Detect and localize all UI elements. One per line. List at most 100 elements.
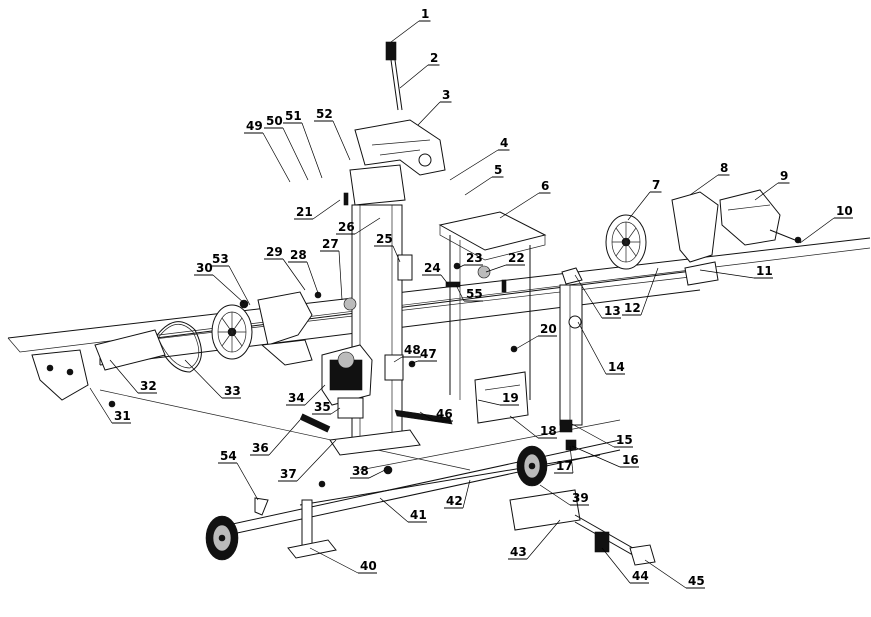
part-callout: 41 bbox=[379, 497, 427, 523]
part-callout: 27 bbox=[320, 237, 343, 301]
top-cover bbox=[354, 119, 446, 176]
table-top bbox=[438, 211, 547, 400]
part-number-label: 3 bbox=[442, 88, 450, 102]
part-number-label: 47 bbox=[420, 347, 437, 361]
right-upright bbox=[559, 267, 583, 426]
leader-line bbox=[306, 261, 319, 294]
wheel-right bbox=[605, 214, 647, 270]
part-callout: 10 bbox=[799, 204, 853, 244]
leader-line bbox=[449, 149, 499, 181]
part-callout: 17 bbox=[554, 445, 574, 474]
part-callout: 40 bbox=[309, 547, 377, 574]
leader-line bbox=[477, 399, 501, 406]
part-callout: 34 bbox=[286, 384, 326, 406]
part-callout: 32 bbox=[109, 359, 157, 394]
leader-line bbox=[539, 484, 571, 506]
part-number-label: 26 bbox=[338, 220, 355, 234]
part-number-label: 50 bbox=[266, 114, 283, 128]
leader-line bbox=[309, 547, 359, 574]
leader-line bbox=[457, 264, 465, 269]
part-callout: 3 bbox=[417, 88, 452, 126]
part-callout: 12 bbox=[622, 267, 659, 316]
part-callout: 22 bbox=[485, 251, 525, 273]
rear-guard bbox=[719, 189, 781, 246]
part-number-label: 44 bbox=[632, 569, 649, 583]
leader-line bbox=[390, 20, 420, 43]
leader-line bbox=[399, 64, 429, 89]
part-callout: 21 bbox=[294, 199, 341, 220]
part-number-label: 18 bbox=[540, 424, 557, 438]
leader-line bbox=[419, 411, 435, 422]
part-number-label: 9 bbox=[780, 169, 788, 183]
part-callout: 37 bbox=[278, 439, 337, 482]
leader-line bbox=[89, 387, 113, 424]
leader-line bbox=[262, 132, 291, 183]
leader-line bbox=[577, 321, 607, 375]
leader-line bbox=[799, 217, 835, 244]
leader-line bbox=[509, 415, 539, 439]
part-number-label: 40 bbox=[360, 559, 377, 573]
part-callout: 2 bbox=[399, 51, 440, 89]
part-number-label: 49 bbox=[246, 119, 263, 133]
leader-line bbox=[282, 127, 309, 181]
part-number-label: 51 bbox=[285, 109, 302, 123]
end-plate-left bbox=[31, 349, 89, 401]
part-number-label: 27 bbox=[322, 237, 339, 251]
part-callout: 55 bbox=[455, 284, 483, 302]
part-callout: 25 bbox=[374, 232, 401, 263]
part-callout: 35 bbox=[312, 400, 341, 415]
leader-line bbox=[354, 217, 381, 235]
part-callout: 1 bbox=[390, 7, 431, 43]
part-number-label: 6 bbox=[541, 179, 549, 193]
wheel-left bbox=[211, 304, 253, 360]
lower-frame bbox=[99, 389, 621, 536]
part-callout: 49 bbox=[244, 119, 291, 183]
guide-bracket bbox=[474, 371, 529, 424]
leader-line bbox=[393, 356, 403, 363]
part-number-label: 30 bbox=[196, 261, 213, 275]
part-callout: 53 bbox=[210, 252, 251, 306]
leader-line bbox=[282, 258, 306, 291]
leader-line bbox=[330, 407, 341, 415]
part-number-label: 53 bbox=[212, 252, 229, 266]
part-number-label: 8 bbox=[720, 161, 728, 175]
part-number-label: 1 bbox=[421, 7, 429, 21]
part-number-label: 41 bbox=[410, 508, 427, 522]
part-number-label: 45 bbox=[688, 574, 705, 588]
part-callout: 6 bbox=[499, 179, 551, 219]
bracket-left bbox=[257, 291, 313, 366]
part-callout: 15 bbox=[571, 423, 633, 448]
part-callout: 44 bbox=[601, 547, 649, 584]
part-callout: 42 bbox=[444, 479, 471, 509]
part-callout: 23 bbox=[457, 251, 483, 269]
part-number-label: 4 bbox=[500, 136, 508, 150]
part-number-label: 23 bbox=[466, 251, 483, 265]
leader-line bbox=[338, 250, 343, 301]
engine bbox=[321, 344, 373, 419]
leader-line bbox=[332, 120, 351, 161]
part-callout: 9 bbox=[754, 169, 790, 201]
part-number-label: 36 bbox=[252, 441, 269, 455]
leader-line bbox=[574, 274, 603, 319]
leader-line bbox=[499, 192, 540, 219]
leader-line bbox=[601, 547, 631, 584]
leader-line bbox=[312, 199, 341, 220]
part-callout: 50 bbox=[264, 114, 309, 181]
leader-line bbox=[109, 359, 139, 394]
part-callout: 8 bbox=[689, 161, 730, 196]
leader-line bbox=[379, 497, 409, 523]
leader-line bbox=[440, 274, 449, 285]
part-callout: 43 bbox=[508, 519, 561, 560]
leader-line bbox=[689, 174, 719, 196]
leader-line bbox=[301, 122, 323, 179]
part-callout: 39 bbox=[539, 484, 589, 506]
leader-line bbox=[417, 101, 441, 126]
part-number-label: 55 bbox=[466, 287, 483, 301]
part-number-label: 42 bbox=[446, 494, 463, 508]
part-callout: 36 bbox=[250, 419, 301, 456]
leader-line bbox=[640, 267, 659, 316]
leader-line bbox=[236, 462, 259, 501]
part-callout: 54 bbox=[218, 449, 259, 501]
leader-line bbox=[455, 284, 465, 302]
